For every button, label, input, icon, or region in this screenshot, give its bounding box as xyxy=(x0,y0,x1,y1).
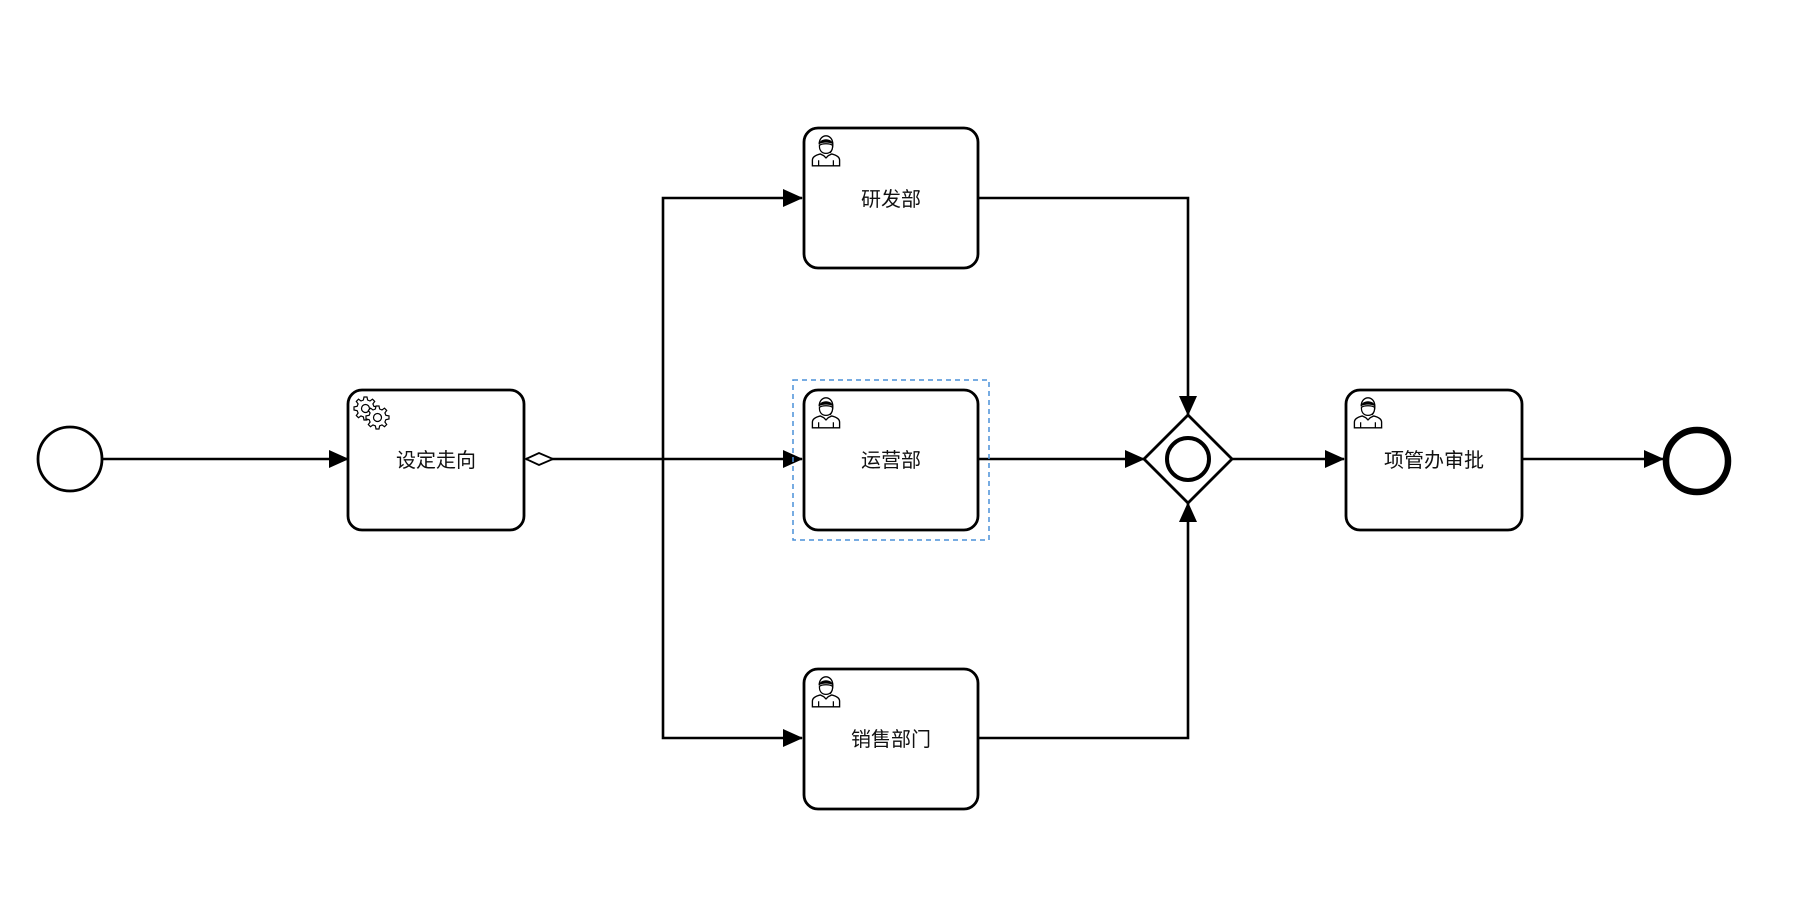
flow-set-direction-to-rd[interactable] xyxy=(661,189,803,459)
start-event[interactable] xyxy=(36,425,104,493)
task-label: 研发部 xyxy=(861,187,921,211)
task-rd[interactable]: 研发部 xyxy=(802,126,980,270)
circle-icon xyxy=(1165,436,1211,482)
task-pm-approval[interactable]: 项管办审批 xyxy=(1344,388,1524,532)
sequence-flows xyxy=(102,189,1664,747)
end-event[interactable] xyxy=(1662,426,1732,496)
flow-rd-to-gateway[interactable] xyxy=(978,196,1197,416)
task-label: 项管办审批 xyxy=(1384,448,1484,472)
flow-set-direction-to-sales[interactable] xyxy=(661,459,803,747)
task-set-direction[interactable]: 设定走向 xyxy=(346,388,526,532)
task-operations[interactable]: 运营部 xyxy=(792,379,990,541)
task-label: 运营部 xyxy=(861,448,921,472)
task-sales[interactable]: 销售部门 xyxy=(802,667,980,811)
flow-sales-to-gateway[interactable] xyxy=(978,502,1197,740)
task-label: 销售部门 xyxy=(851,727,931,751)
inclusive-gateway[interactable] xyxy=(1142,413,1234,505)
task-label: 设定走向 xyxy=(396,448,476,472)
selection-outline xyxy=(792,379,990,541)
